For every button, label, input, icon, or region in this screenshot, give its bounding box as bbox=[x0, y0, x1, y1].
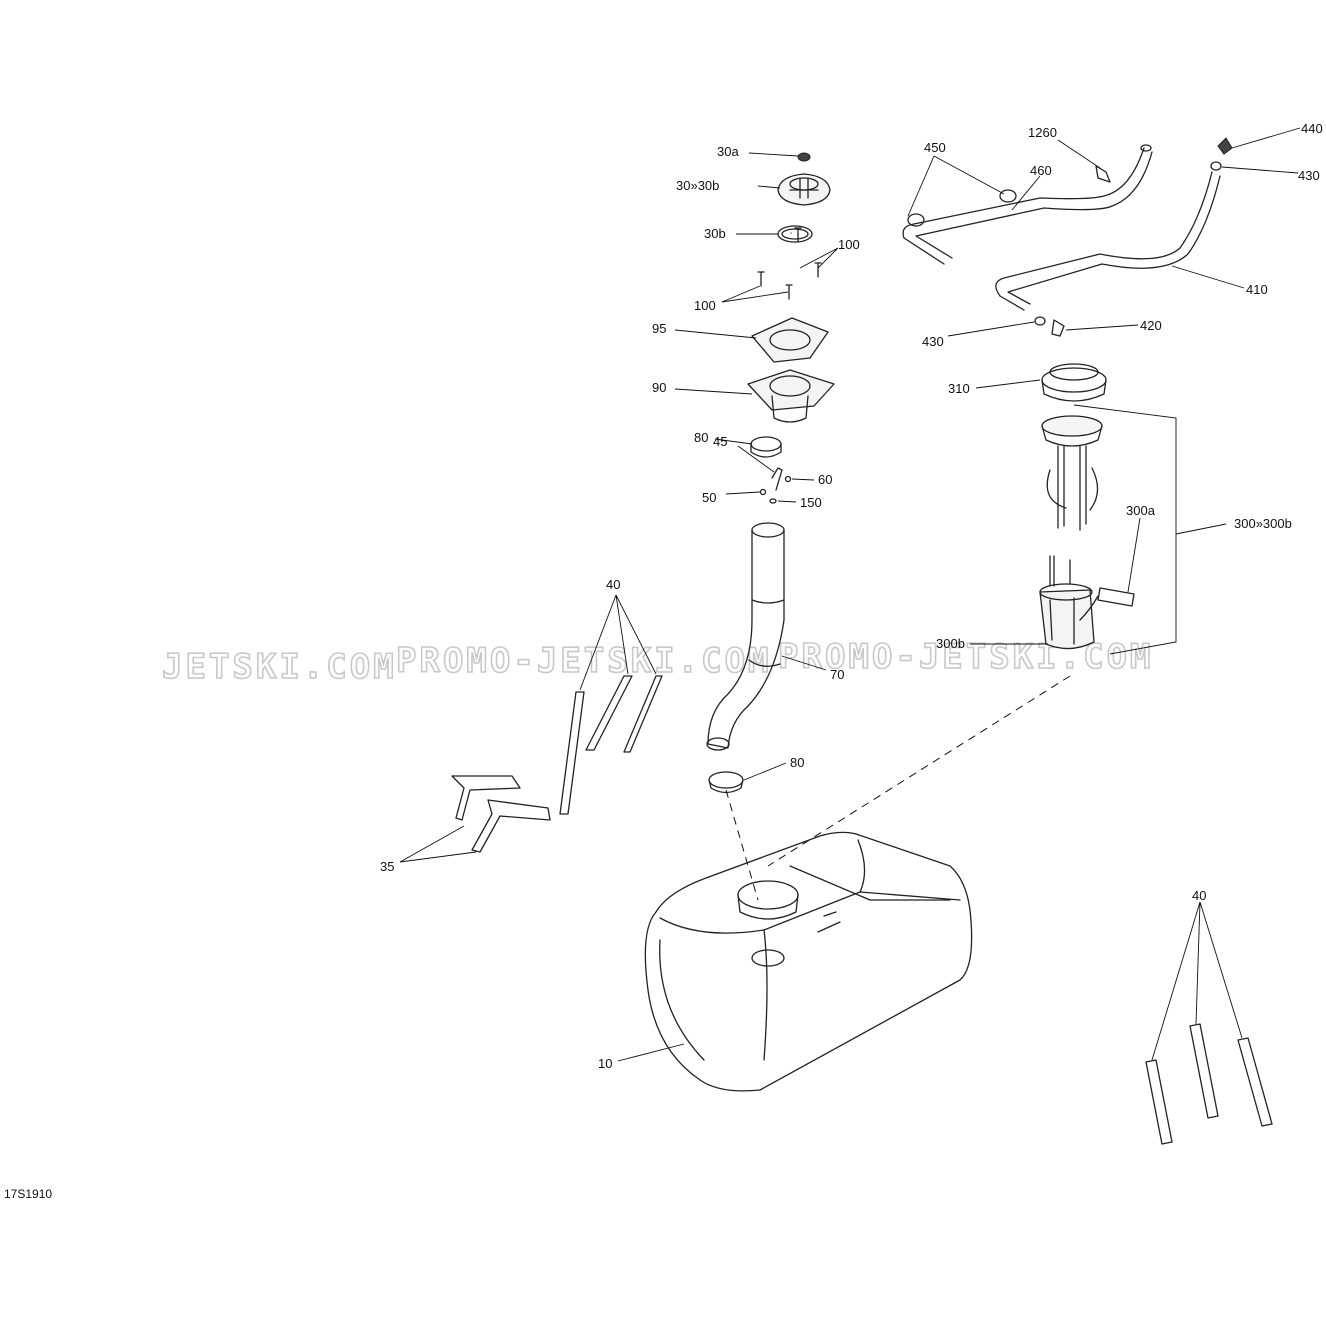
straps-40-left bbox=[559, 675, 663, 815]
label-95: 95 bbox=[652, 321, 666, 336]
label-440: 440 bbox=[1301, 121, 1323, 136]
clamp-80-lower bbox=[708, 771, 744, 794]
label-40-right: 40 bbox=[1192, 888, 1206, 903]
screws-100 bbox=[757, 227, 822, 300]
label-420: 420 bbox=[1140, 318, 1162, 333]
label-50: 50 bbox=[702, 490, 716, 505]
level-sender-300a bbox=[1079, 587, 1135, 621]
label-10: 10 bbox=[598, 1056, 612, 1071]
fuel-cap-30-30b bbox=[777, 173, 831, 206]
label-80-b: 80 bbox=[790, 755, 804, 770]
label-40-left: 40 bbox=[606, 577, 620, 592]
filler-hose-70 bbox=[706, 522, 785, 751]
watermark-2: PROMO-JETSKI.COM bbox=[396, 641, 772, 681]
label-100-a: 100 bbox=[838, 237, 860, 252]
flange-90 bbox=[747, 369, 835, 423]
assembly-line-pump bbox=[767, 675, 1071, 867]
small-parts-50-60-150 bbox=[759, 475, 792, 504]
label-90: 90 bbox=[652, 380, 666, 395]
label-300a: 300a bbox=[1126, 503, 1156, 518]
clamp-80-upper bbox=[750, 436, 782, 458]
label-45: 45 bbox=[713, 434, 727, 449]
fuel-tank-10 bbox=[644, 831, 973, 1092]
label-80-a: 80 bbox=[694, 430, 708, 445]
assembly-line-hose bbox=[725, 789, 759, 901]
label-450: 450 bbox=[924, 140, 946, 155]
fitting-440 bbox=[1217, 137, 1233, 155]
label-30a: 30a bbox=[717, 144, 739, 159]
bracket-45 bbox=[771, 467, 783, 491]
label-1260: 1260 bbox=[1028, 125, 1057, 140]
label-460: 460 bbox=[1030, 163, 1052, 178]
hose-410 bbox=[995, 171, 1221, 311]
lock-ring-310 bbox=[1041, 363, 1107, 402]
label-30b: 30b bbox=[704, 226, 726, 241]
label-300b: 300b bbox=[936, 636, 965, 651]
diagram-code: 17S1910 bbox=[4, 1187, 52, 1201]
label-35: 35 bbox=[380, 859, 394, 874]
label-60: 60 bbox=[818, 472, 832, 487]
clip-1260 bbox=[1095, 165, 1111, 183]
label-430-top: 430 bbox=[1298, 168, 1320, 183]
label-310: 310 bbox=[948, 381, 970, 396]
cap-30a bbox=[797, 152, 811, 162]
brackets-35 bbox=[451, 775, 551, 853]
watermark-1: JETSKI.COM bbox=[162, 647, 397, 687]
pump-300b bbox=[1039, 555, 1095, 650]
straps-40-right bbox=[1145, 1023, 1273, 1145]
label-300-300b: 300»300b bbox=[1234, 516, 1292, 531]
elbow-420 bbox=[1051, 319, 1065, 337]
clamps-430 bbox=[1034, 161, 1222, 326]
label-430-bottom: 430 bbox=[922, 334, 944, 349]
label-30-30b: 30»30b bbox=[676, 178, 719, 193]
label-100-b: 100 bbox=[694, 298, 716, 313]
bracket-line-300 bbox=[1073, 404, 1177, 655]
gasket-95 bbox=[751, 317, 829, 363]
fuel-pump-module-300 bbox=[1041, 415, 1103, 531]
leader-lines bbox=[399, 127, 1301, 1062]
label-410: 410 bbox=[1246, 282, 1268, 297]
clamps-450 bbox=[907, 189, 1017, 227]
hose-460 bbox=[902, 144, 1153, 265]
label-70: 70 bbox=[830, 667, 844, 682]
label-150: 150 bbox=[800, 495, 822, 510]
